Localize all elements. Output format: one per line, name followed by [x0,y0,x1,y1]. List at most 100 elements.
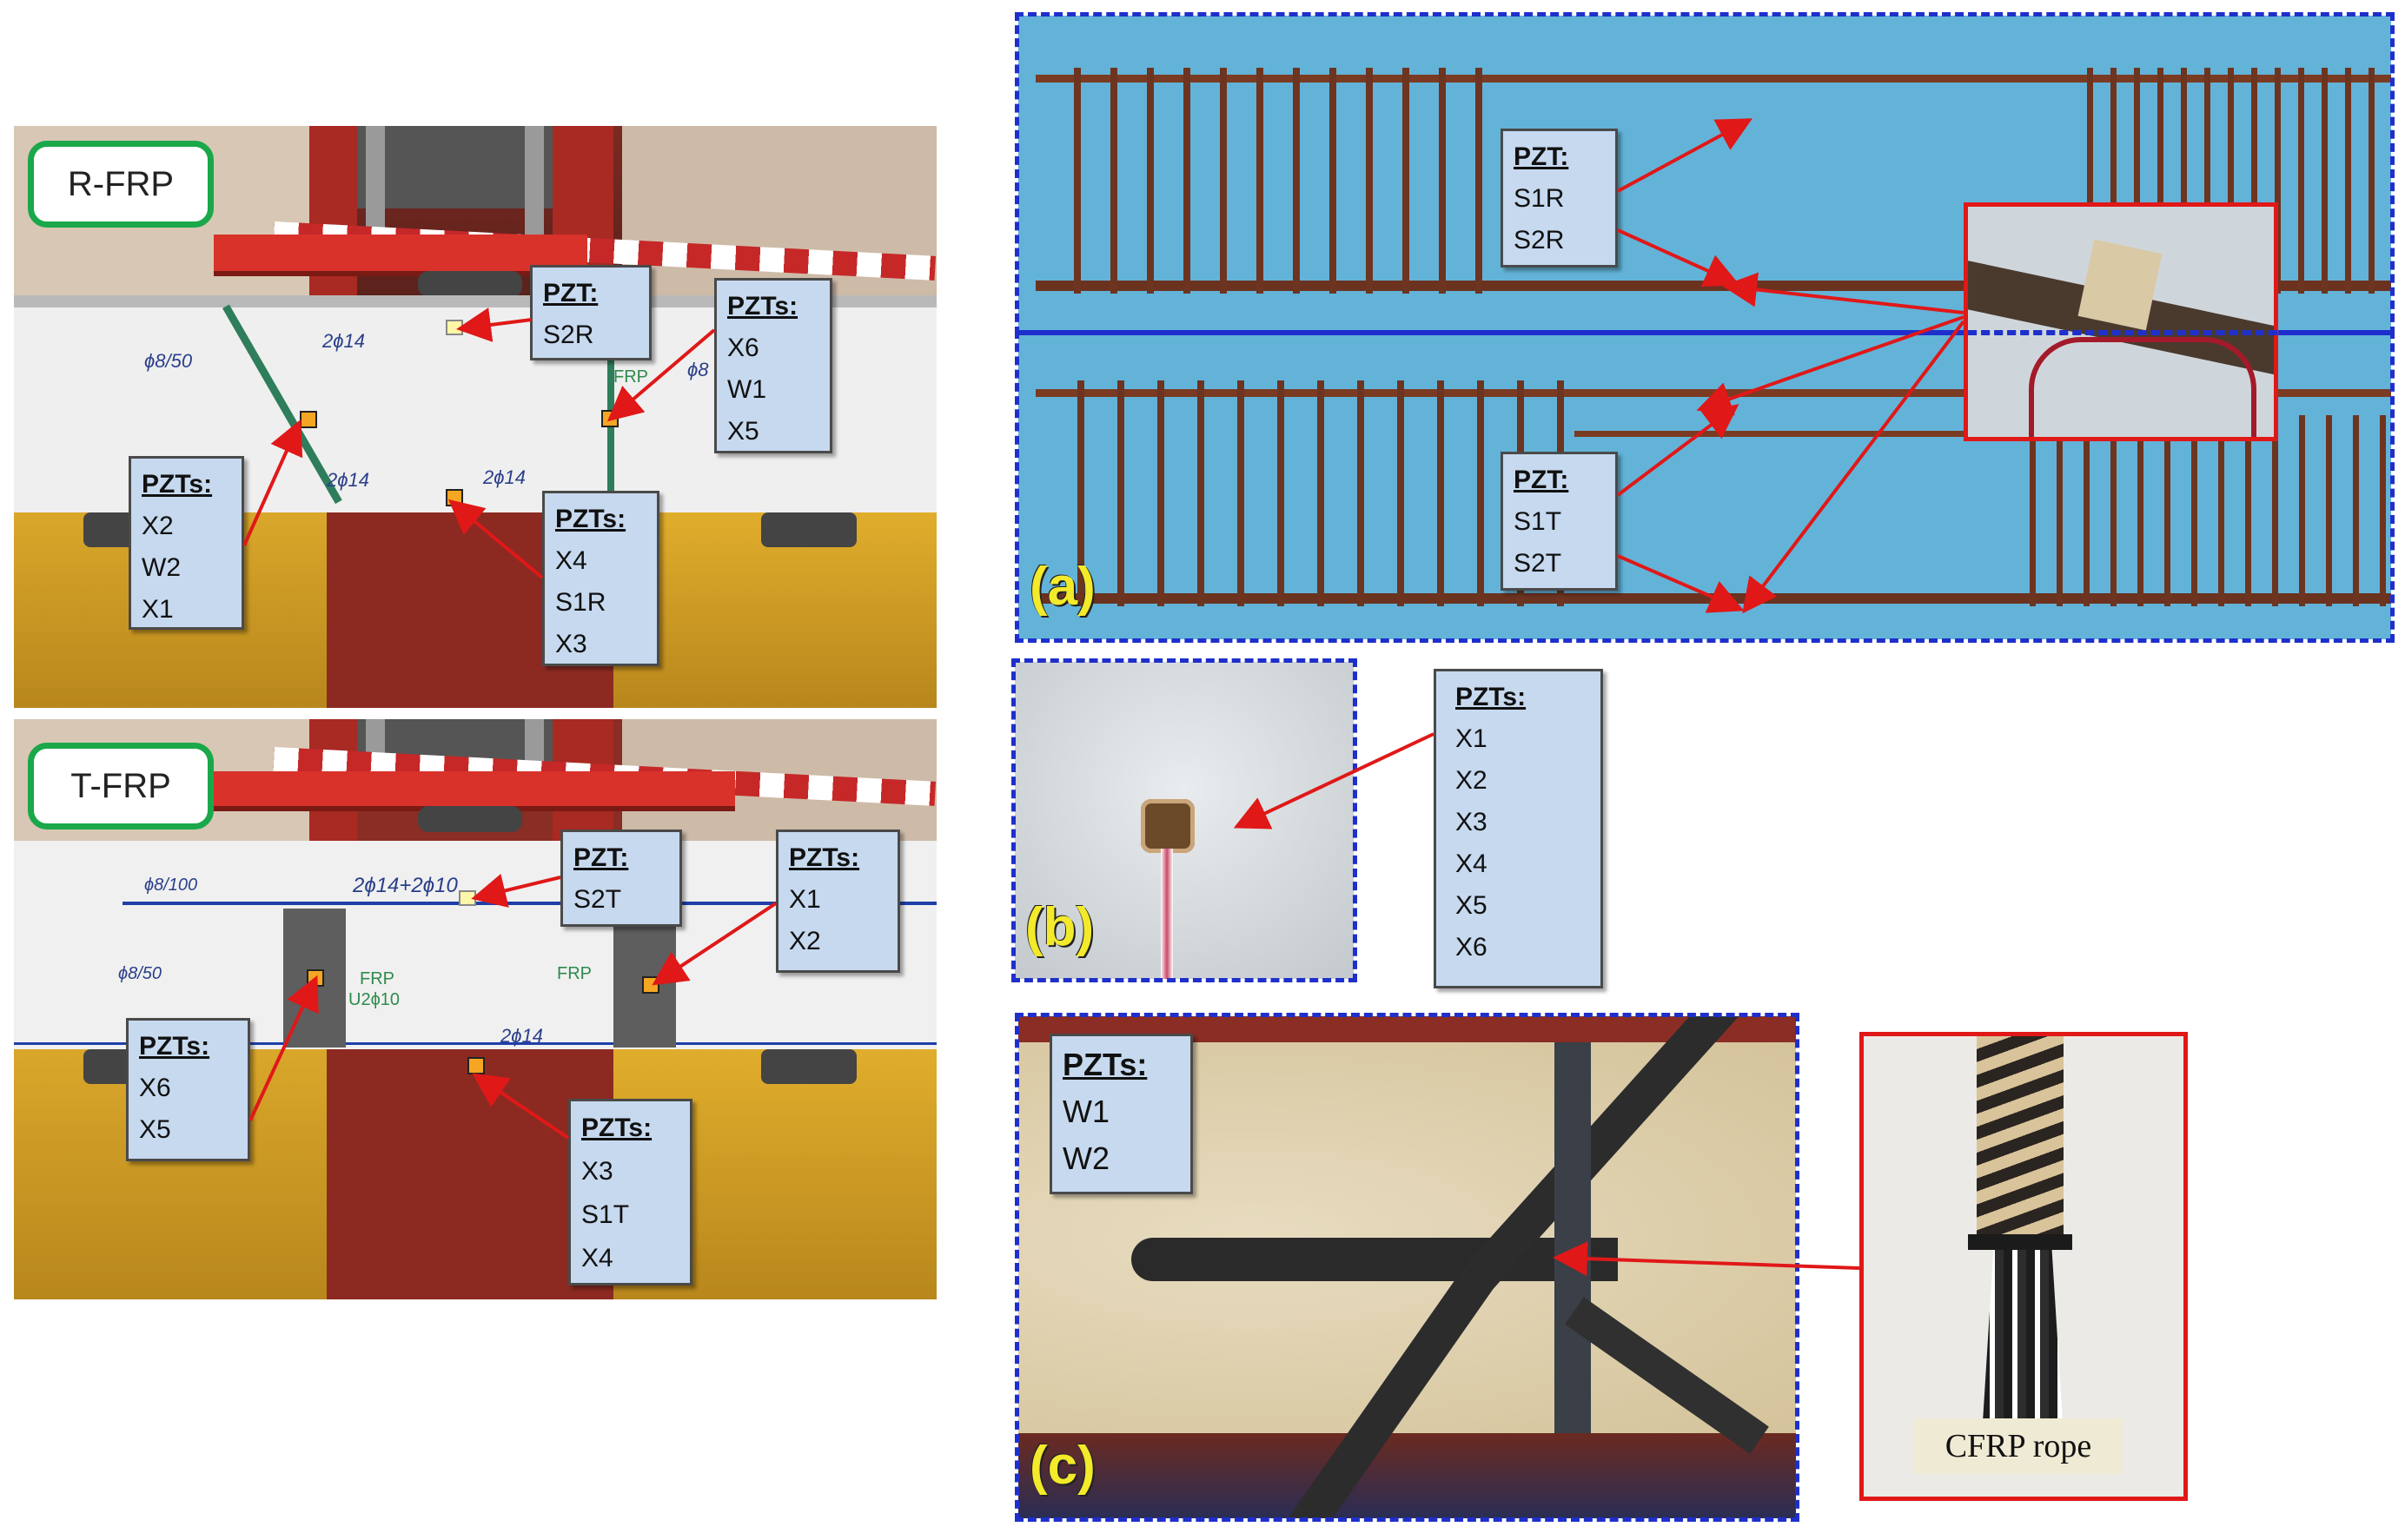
rfrp-load-plate [214,235,587,276]
panel-c-label: PZTs: W1 W2 [1050,1034,1193,1194]
tfrp-tag: T-FRP [28,743,214,829]
rfrp-sensor-s2r [446,320,463,335]
tfrp-label-x6x5-item-1: X6 [139,1074,171,1102]
panel-b-wire [1161,849,1173,979]
tfrp-beam-text-4: FRP [360,969,394,988]
panel-a-bottom-stirrups-right [2009,415,2391,606]
cfrp-rope-tie [1968,1234,2072,1250]
panel-c-frp-vertical [1554,1042,1591,1433]
tfrp-label-x1x2: PZTs: X1 X2 [776,829,900,973]
rfrp-frame-left [309,126,357,308]
rfrp-photo: ϕ8/50 2ϕ14 2ϕ14 2ϕ14 FRP ϕ8 [14,126,937,708]
rfrp-sensor-x2w2x1 [300,411,317,428]
rfrp-label-x4s1rx3: PZTs: X4 S1R X3 [542,491,659,666]
panel-a-letter: (a) [1030,557,1096,617]
panel-a-top-stirrups-left [1044,68,1496,294]
rfrp-label-s2r: PZT: S2R [530,265,652,360]
rfrp-label-x6w1x5-item-1: X6 [727,334,759,362]
panel-b-label-item-2: X2 [1455,766,1487,795]
panel-c-label-head: PZTs: [1063,1047,1148,1082]
tfrp-roller-right [761,1049,857,1084]
panel-c-label-item-1: W1 [1063,1094,1110,1129]
panel-a-top-bar-upper [1036,75,2391,83]
rfrp-actuator [357,126,553,208]
tfrp-beam-text-2: 2ϕ14+2ϕ10 [353,874,458,897]
tfrp-label-x1x2-item-2: X2 [789,927,821,955]
panel-b-label-item-1: X1 [1455,724,1487,753]
rfrp-beam-text-6: ϕ8 [687,359,709,380]
panel-a-label-top-head: PZT: [1514,142,1569,171]
tfrp-beam-bottom-line [14,1042,937,1045]
panel-b-label-item-5: X5 [1455,891,1487,920]
rfrp-label-x2w2x1-item-3: X1 [142,595,174,624]
panel-a-label-top-item-2: S2R [1514,226,1565,254]
panel-b-pzt-disk [1141,799,1195,853]
tfrp-label-x6x5: PZTs: X6 X5 [126,1018,250,1161]
rfrp-label-s2r-head: PZT: [543,279,599,307]
tfrp-sensor-s2t [459,890,476,906]
panel-a-label-top-item-1: S1R [1514,184,1565,213]
rfrp-label-x4s1rx3-item-1: X4 [555,546,587,575]
rfrp-rod-2 [525,126,544,239]
panel-b-label-item-3: X3 [1455,808,1487,836]
rfrp-label-x6w1x5-item-2: W1 [727,375,766,404]
tfrp-sensor-x3s1tx4 [467,1057,485,1074]
rfrp-sensor-x4s1rx3 [446,489,463,506]
rfrp-beam-text-3: 2ϕ14 [327,469,369,491]
panel-b-letter: (b) [1025,897,1095,957]
tfrp-beam-text-1: ϕ8/100 [144,876,198,895]
tfrp-sensor-x6x5 [307,969,324,987]
rfrp-label-s2r-item: S2R [543,321,594,349]
panel-a-label-top: PZT: S1R S2R [1501,129,1618,268]
tfrp-label-x3s1tx4: PZTs: X3 S1T X4 [568,1099,692,1286]
tfrp-beam-text-6: FRP [557,964,592,983]
panel-b-label-head: PZTs: [1455,683,1527,711]
cfrp-rope-lower [1981,1250,2064,1450]
rfrp-beam-text-5: FRP [613,367,648,387]
panel-a-inset [1964,202,2278,441]
rfrp-label-x4s1rx3-item-3: X3 [555,630,587,658]
panel-a-inset-wires [2029,337,2256,437]
tfrp-label-x6x5-head: PZTs: [139,1032,210,1061]
cfrp-rope-caption: CFRP rope [1914,1418,2123,1474]
tfrp-label-s2t-head: PZT: [573,843,629,872]
rfrp-label-x2w2x1-item-2: W2 [142,553,181,582]
rfrp-beam-text-1: ϕ8/50 [144,350,193,372]
panel-a-photo [1018,16,2391,639]
rfrp-beam-text-2: 2ϕ14 [322,330,365,352]
panel-a-label-bottom-head: PZT: [1514,466,1569,494]
panel-c-bottom-edge [1018,1433,1796,1518]
tfrp-beam-text-5: U2ϕ10 [348,990,401,1009]
rfrp-label-x2w2x1-head: PZTs: [142,470,213,499]
rfrp-frp-vertical [607,359,614,515]
panel-b-label-item-4: X4 [1455,849,1487,878]
panel-a-frame-top [1015,12,2395,335]
rfrp-beam-text-4: 2ϕ14 [483,466,526,488]
tfrp-beam-text-3: ϕ8/50 [118,964,162,983]
rfrp-label-x6w1x5-head: PZTs: [727,292,798,321]
panel-a-label-bottom-item-2: S2T [1514,549,1562,578]
cfrp-rope-upper [1977,1036,2064,1245]
tfrp-label-x1x2-item-1: X1 [789,885,821,914]
panel-c-frp-horizontal [1131,1238,1618,1281]
rfrp-tag: R-FRP [28,141,214,228]
tfrp-beam-text-7: 2ϕ14 [500,1025,543,1047]
rfrp-beam-top-shade [14,295,937,307]
rfrp-label-x2w2x1-item-1: X2 [142,512,174,540]
tfrp-label-s2t: PZT: S2T [560,829,682,927]
rfrp-rod-1 [366,126,385,239]
tfrp-label-x3s1tx4-item-3: X4 [581,1244,613,1272]
tfrp-rollers [418,806,522,832]
tfrp-label-x3s1tx4-item-2: S1T [581,1200,630,1229]
panel-c-label-item-2: W2 [1063,1140,1110,1176]
tfrp-label-x6x5-item-2: X5 [139,1115,171,1144]
rfrp-roller-right [761,512,857,547]
panel-c-letter: (c) [1030,1436,1096,1496]
tfrp-sensor-x1x2 [642,976,659,994]
tfrp-label-s2t-item: S2T [573,885,622,914]
tfrp-label-x1x2-head: PZTs: [789,843,860,872]
tfrp-label-x3s1tx4-item-1: X3 [581,1157,613,1186]
rfrp-rollers [418,271,522,297]
panel-a-bottom-stirrups-left [1044,380,1583,606]
rfrp-label-x6w1x5-item-3: X5 [727,417,759,446]
